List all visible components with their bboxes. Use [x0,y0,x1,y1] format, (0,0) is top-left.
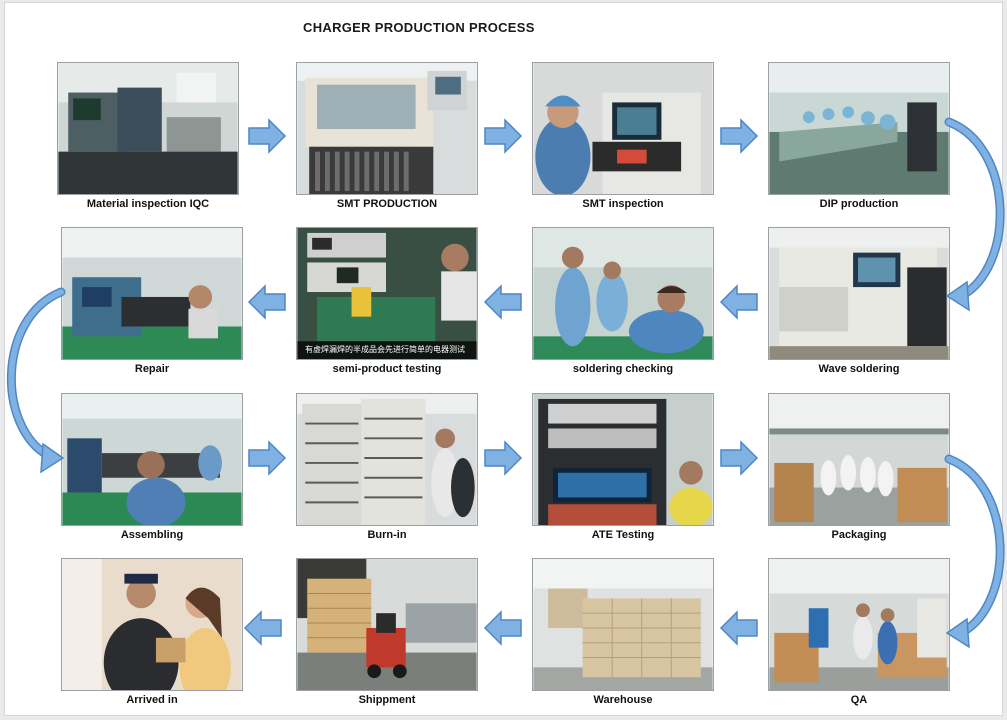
step-repair: Repair [61,227,243,377]
step-label: Repair [61,363,243,375]
step-qa: QA [768,558,950,708]
arrow-right-icon [483,118,523,154]
photo-wave-soldering [768,227,950,360]
photo-burn-in [296,393,478,526]
step-label: soldering checking [532,363,714,375]
photo-arrived-in [61,558,243,691]
page-title: CHARGER PRODUCTION PROCESS [303,20,535,35]
step-label: Assembling [61,529,243,541]
step-label: SMT inspection [532,198,714,210]
arrow-left-icon [243,610,283,646]
photo-soldering-checking [532,227,714,360]
curved-arrow-down-right-icon [945,455,1005,650]
step-label: Warehouse [532,694,714,706]
curved-arrow-down-left-icon [9,288,65,473]
curved-arrow-down-right-icon [945,118,1005,313]
step-material-inspection: Material inspection IQC [57,62,239,212]
photo-warehouse [532,558,714,691]
step-soldering-checking: soldering checking [532,227,714,377]
step-label: ATE Testing [532,529,714,541]
arrow-right-icon [483,440,523,476]
step-dip-production: DIP production [768,62,950,212]
step-assembling: Assembling [61,393,243,543]
arrow-left-icon [247,284,287,320]
photo-semi-product-testing: 有虚焊漏焊的半成品会先进行简单的电器测试 [296,227,478,360]
step-label: semi-product testing [296,363,478,375]
arrow-right-icon [719,118,759,154]
step-arrived-in: Arrived in [61,558,243,708]
step-smt-inspection: SMT inspection [532,62,714,212]
step-warehouse: Warehouse [532,558,714,708]
arrow-left-icon [719,284,759,320]
step-label: DIP production [768,198,950,210]
step-label: Arrived in [61,694,243,706]
step-smt-production: SMT PRODUCTION [296,62,478,212]
step-shippment: Shippment [296,558,478,708]
photo-caption-overlay: 有虚焊漏焊的半成品会先进行简单的电器测试 [305,344,465,355]
arrow-left-icon [483,284,523,320]
photo-repair [61,227,243,360]
step-wave-soldering: Wave soldering [768,227,950,377]
step-ate-testing: ATE Testing [532,393,714,543]
arrow-left-icon [483,610,523,646]
step-semi-product-testing: 有虚焊漏焊的半成品会先进行简单的电器测试 semi-product testin… [296,227,478,377]
photo-shippment [296,558,478,691]
photo-assembling [61,393,243,526]
step-label: Shippment [296,694,478,706]
step-burn-in: Burn-in [296,393,478,543]
step-label: Material inspection IQC [57,198,239,210]
step-label: Wave soldering [768,363,950,375]
arrow-right-icon [719,440,759,476]
photo-dip-production [768,62,950,195]
photo-packaging [768,393,950,526]
step-packaging: Packaging [768,393,950,543]
photo-smt-inspection [532,62,714,195]
step-label: Packaging [768,529,950,541]
photo-material-inspection [57,62,239,195]
arrow-right-icon [247,118,287,154]
photo-ate-testing [532,393,714,526]
photo-qa [768,558,950,691]
step-label: QA [768,694,950,706]
process-sheet: CHARGER PRODUCTION PROCESS Material insp… [4,2,1003,716]
step-label: Burn-in [296,529,478,541]
photo-smt-production [296,62,478,195]
arrow-right-icon [247,440,287,476]
arrow-left-icon [719,610,759,646]
step-label: SMT PRODUCTION [296,198,478,210]
